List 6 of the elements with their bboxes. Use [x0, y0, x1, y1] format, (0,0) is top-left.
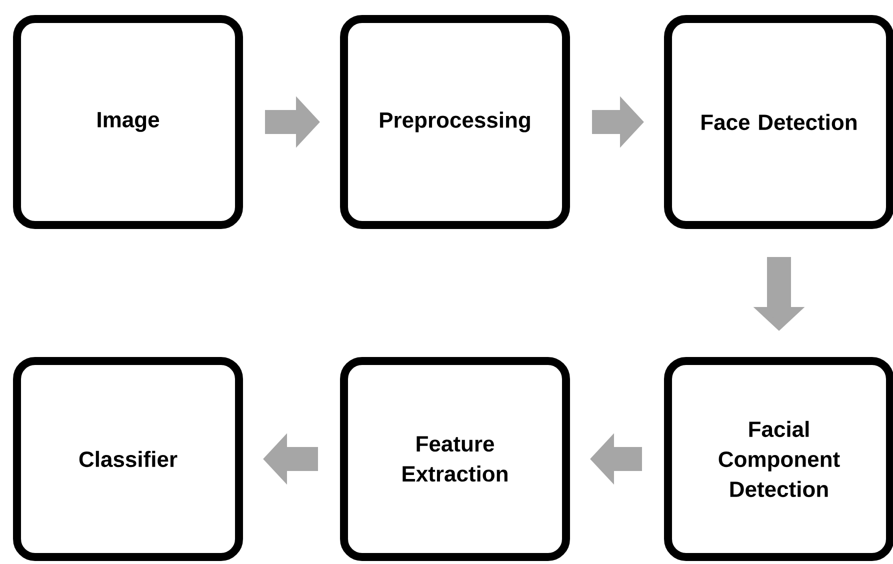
process-box: Image	[13, 14, 243, 229]
process-box: Preprocessing	[340, 14, 570, 229]
process-box: Face Detection	[664, 14, 893, 229]
process-box: Classifier	[13, 356, 243, 561]
process-box: Feature Extraction	[340, 356, 570, 561]
process-box: Facial Component Detection	[664, 356, 893, 561]
